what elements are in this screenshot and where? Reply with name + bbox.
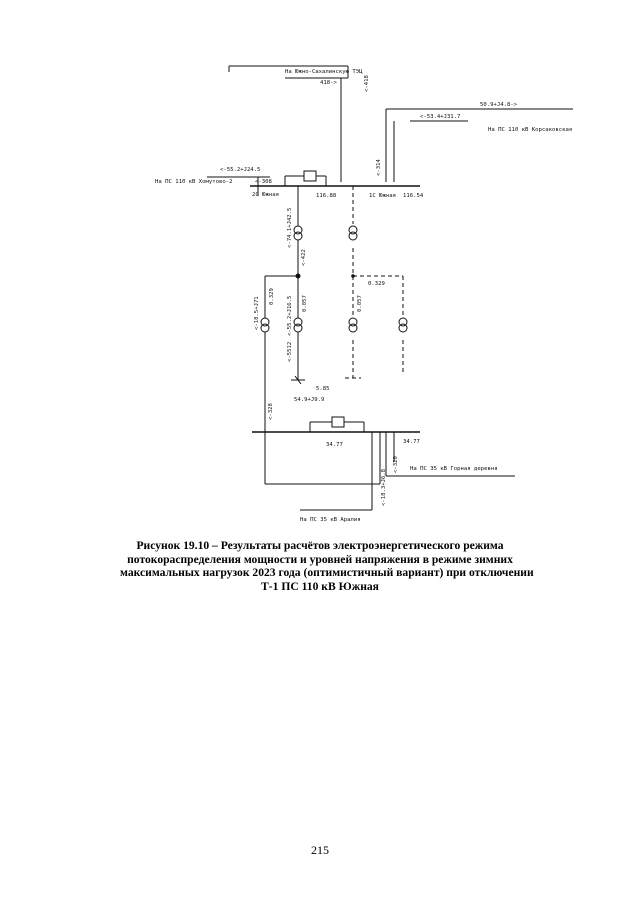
flow-bus1-feed: <-314: [376, 159, 382, 176]
sectional-breaker-110: [303, 170, 317, 182]
line-aralia-pq: <-18.3+J6.8: [381, 468, 387, 506]
bus-2c-voltage: 116.88: [316, 193, 337, 199]
flow-khomutovo-pq: <-55.2+J24.5: [220, 167, 260, 173]
t1-mv-winding: [398, 317, 408, 327]
sectional-breaker-35: [331, 416, 345, 428]
caption-line-4: Т-1 ПС 110 кВ Южная: [261, 579, 379, 593]
power-flow-diagram: На Южно-Сахалинскую ТЭЦ 418-> <-418 50.9…: [155, 65, 573, 523]
t2-mv-ratio: 0.329: [269, 288, 275, 305]
label-bus-1c: 1С Южная: [369, 193, 396, 199]
label-line-tec: На Южно-Сахалинскую ТЭЦ: [285, 69, 363, 75]
load-10kv-pq: 54.9+J9.9: [294, 397, 324, 403]
load-10kv-voltage: 5.85: [316, 386, 329, 392]
bus35-left-voltage: 34.77: [326, 442, 343, 448]
t1-lv-ratio: 0.057: [357, 295, 363, 312]
label-line-korsakov: На ПС 110 кВ Корсаковская: [488, 127, 572, 133]
t2-hv-i: <-422: [301, 249, 307, 266]
t2-mv-pq: <-18.5+J71: [254, 296, 260, 330]
t1-mv-ratio: 0.329: [368, 281, 385, 287]
caption-line-2: потокораспределения мощности и уровней н…: [127, 552, 513, 566]
t2-hv-pq: <-74.1+J42.5: [287, 208, 293, 248]
caption-line-1: Рисунок 19.10 – Результаты расчётов элек…: [136, 539, 504, 552]
page-number: 215: [311, 843, 329, 857]
label-bus-2c: 2С Южная: [252, 192, 279, 198]
flow-khomutovo-i: <-308: [255, 179, 272, 185]
t2-lv-pq: <-55.2+J16.5: [287, 296, 293, 336]
bus-1c-voltage: 116.54: [403, 193, 424, 199]
line-gornaya-i: <-320: [393, 456, 399, 473]
figure-caption: Рисунок 19.10 – Результаты расчётов элек…: [120, 539, 534, 593]
label-line-gornaya: На ПС 35 кВ Горная деревня: [410, 466, 498, 472]
mv-feed-i: <-328: [268, 403, 274, 420]
flow-korsakov: <-53.4+J31.7: [420, 114, 460, 120]
t1-lv-winding: [348, 317, 358, 327]
label-line-aralia: На ПС 35 кВ Аралия: [300, 517, 361, 523]
caption-line-3: максимальных нагрузок 2023 года (оптимис…: [120, 566, 534, 580]
flow-korsakov-top: 50.9+J4.8->: [480, 102, 518, 108]
flow-tec-1: 418->: [320, 80, 337, 86]
t2-lv-i: <-5512: [287, 342, 293, 362]
t1-hv-winding: [348, 225, 358, 235]
t2-lv-ratio: 0.057: [302, 295, 308, 312]
bus35-right-voltage: 34.77: [403, 439, 420, 445]
flow-tec-2: <-418: [364, 75, 370, 92]
label-line-khomutovo: На ПС 110 кВ Хомутово-2: [155, 179, 232, 185]
